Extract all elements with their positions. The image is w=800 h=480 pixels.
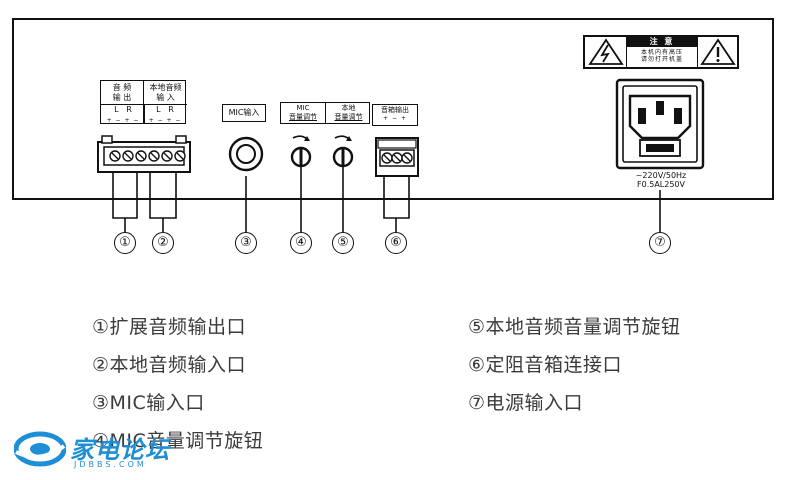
local-volume-knob [332, 135, 354, 168]
ext-out-label-line1: 音 频 [112, 82, 132, 92]
local-vol-label-line1: 本地 [341, 104, 356, 112]
lr-left: L R + − + − [103, 105, 143, 125]
mic-vol-label-line2: 音量调节 [289, 113, 317, 121]
callout-7: ⑦ [649, 232, 671, 254]
lr-divider [143, 105, 145, 123]
lr-right-l: L [156, 105, 161, 114]
local-in-label-line2: 输 入 [156, 92, 175, 102]
volume-label-block: MIC 音量调节 本地 音量调节 [280, 102, 370, 124]
lr-left-l: L [114, 105, 119, 114]
mic-vol-label-line1: MIC [296, 104, 310, 112]
caution-icon [697, 37, 737, 67]
warning-line2: 请勿打开机盖 [640, 56, 683, 63]
mic-volume-knob [290, 135, 312, 168]
speaker-out-pm: + − + [383, 115, 407, 122]
mic-vol-label: MIC 音量调节 [281, 103, 326, 123]
warning-text-block: 注 意 本机内有高压 请勿打开机盖 [627, 37, 697, 67]
power-spec: ~220V/50Hz F0.5AL250V [617, 171, 705, 189]
panel-drawing [97, 78, 705, 232]
legend-item-3: ③MIC输入口 [92, 392, 205, 414]
callout-5: ⑤ [332, 232, 354, 254]
audio-terminal-block [97, 135, 191, 173]
speaker-terminal [375, 137, 419, 177]
callout-leaders [112, 167, 661, 232]
lr-left-r: R [126, 105, 132, 114]
logo-site: JDBBS.COM [74, 460, 147, 469]
legend-item-2: ②本地音频输入口 [92, 354, 247, 376]
callout-3: ③ [235, 232, 257, 254]
power-spec-line2: F0.5AL250V [637, 180, 685, 189]
warning-line1: 本机内有高压 [640, 49, 683, 56]
high-voltage-icon [585, 37, 627, 67]
lr-left-pm: + − + − [106, 117, 140, 124]
mic-in-label-text: MIC输入 [228, 108, 260, 117]
lr-right-pm: + − + − [148, 117, 182, 124]
logo-swoosh-icon [14, 431, 66, 467]
lr-right: L R + − + − [145, 105, 185, 125]
legend-item-1: ①扩展音频输出口 [92, 316, 247, 338]
logo-name: 家电论坛 [70, 436, 170, 464]
power-spec-line1: ~220V/50Hz [635, 171, 687, 180]
warning-title: 注 意 [627, 37, 697, 47]
local-vol-label: 本地 音量调节 [326, 103, 371, 123]
lr-right-r: R [168, 105, 174, 114]
local-in-label: 本地音频 输 入 [144, 81, 187, 105]
speaker-out-title: 音箱输出 [381, 106, 409, 114]
mic-in-label: MIC输入 [222, 104, 266, 122]
mic-input-jack [228, 136, 264, 172]
legend-item-7: ⑦电源输入口 [468, 392, 584, 414]
legend-item-6: ⑥定阻音箱连接口 [468, 354, 623, 376]
local-in-label-line1: 本地音频 [149, 82, 182, 92]
ext-out-label: 音 频 输 出 [101, 81, 144, 105]
legend-item-5: ⑤本地音频音量调节旋钮 [468, 316, 681, 338]
callout-2: ② [152, 232, 174, 254]
callout-1: ① [114, 232, 136, 254]
local-vol-label-line2: 音量调节 [334, 113, 363, 121]
warning-label: 注 意 本机内有高压 请勿打开机盖 [583, 35, 739, 69]
legend-item-4: ④MIC音量调节旋钮 [92, 430, 264, 452]
callout-4: ④ [290, 232, 312, 254]
speaker-out-label: 音箱输出 + − + [372, 104, 418, 126]
callout-6: ⑥ [385, 232, 407, 254]
power-inlet-socket [615, 78, 705, 170]
ext-out-label-line2: 输 出 [112, 92, 132, 102]
audio-label-block: 音 频 输 出 本地音频 输 入 L R + − + − L R + − + − [100, 80, 187, 125]
